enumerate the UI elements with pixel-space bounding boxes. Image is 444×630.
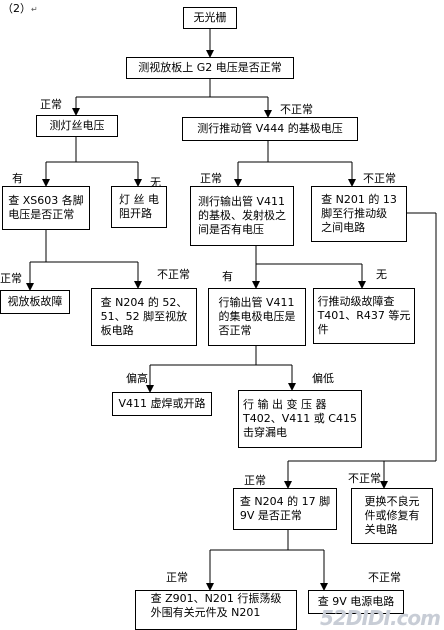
node-no-raster: 无光栅 [183,7,237,29]
edge-label-no: 无 [376,268,387,281]
edge-label-abnormal: 不正常 [157,268,190,281]
edge-label-abnormal: 不正常 [280,103,313,116]
edge-label-yes: 有 [12,172,23,185]
node-check-n204-pin17: 查 N204 的 17 脚 9V 是否正常 [233,488,337,530]
site-watermark: 52DIDI.com [320,606,441,630]
edge-label-high: 偏高 [126,372,148,385]
edge-label-normal: 正常 [0,272,22,285]
node-check-z901-n201: 查 Z901、N201 行振荡级 外围有关元件及 N201 [135,590,297,630]
node-filament-resistor-open: 灯 丝 电 阻开路 [111,186,167,228]
node-test-filament-voltage: 测灯丝电压 [36,115,118,137]
section-label: （2）↵ [2,2,38,15]
node-replace-parts: 更换不良元 件或修复有 关电路 [351,488,433,544]
edge-label-no: 无 [150,176,161,189]
node-test-v411-collector: 行输出管 V411 的集电极电压是 否正常 [208,288,306,346]
edge-label-normal: 正常 [40,98,62,111]
node-test-g2-voltage: 测视放板上 G2 电压是否正常 [126,57,294,79]
node-video-board-fault: 视放板故障 [0,290,70,314]
node-test-v411-base-emitter: 测行输出管 V411 的基极、发射极之 间是否有电压 [190,186,294,246]
edge-label-low: 偏低 [312,372,334,385]
node-v411-open: V411 虚焊或开路 [112,392,212,416]
node-transformer-breakdown: 行 输 出 变 压 器 T402、V411 或 C415 击穿漏电 [238,390,362,448]
node-check-9v-supply: 查 9V 电源电路 [308,590,404,614]
node-check-n201-pin13: 查 N201 的 13 脚至行推动级 之间电路 [311,186,407,242]
edge-label-abnormal: 不正常 [368,571,401,584]
edge-label-yes: 有 [222,270,233,283]
node-check-t401-r437: 行推动级故障查 T401、R437 等元 件 [313,288,415,344]
edge-label-abnormal: 不正常 [348,472,381,485]
edge-label-normal: 正常 [166,571,188,584]
node-check-n204-pins: 查 N204 的 52、 51、52 脚至视放 板电路 [91,288,197,346]
edge-label-normal: 正常 [200,172,222,185]
node-test-v444-base: 测行推动管 V444 的基极电压 [182,117,358,141]
edge-label-normal: 正常 [244,474,266,487]
edge-label-abnormal: 不正常 [363,172,396,185]
node-check-xs603: 查 XS603 各脚 电压是否正常 [2,186,90,230]
